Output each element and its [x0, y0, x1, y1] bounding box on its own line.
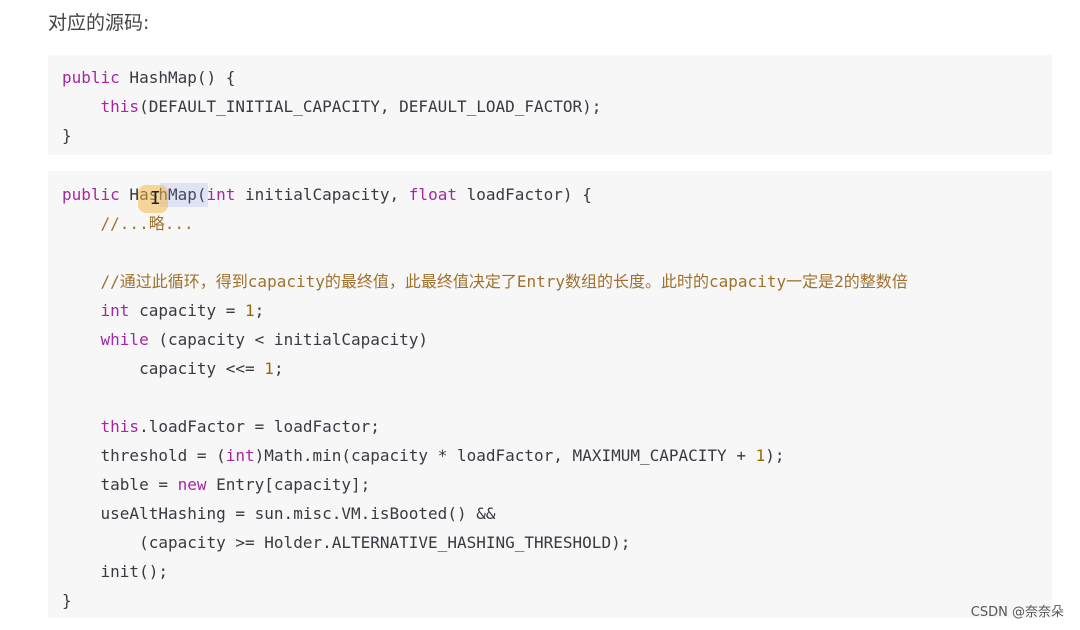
code-token: } [62, 591, 72, 610]
code-token: while [100, 330, 149, 349]
code-block-default-constructor: public HashMap() { this(DEFAULT_INITIAL_… [48, 55, 1052, 155]
code-token: (capacity >= Holder.ALTERNATIVE_HASHING_… [62, 533, 631, 552]
code-token: (DEFAULT_INITIAL_CAPACITY, DEFAULT_LOAD_… [139, 97, 602, 116]
code-token: )Math.min(capacity * loadFactor, MAXIMUM… [254, 446, 756, 465]
code-token: (capacity < initialCapacity) [148, 330, 429, 349]
code-line: table = new Entry[capacity]; [62, 470, 1052, 499]
code-line [62, 383, 1052, 412]
code-token [62, 97, 101, 116]
text-selection-highlight [160, 183, 208, 207]
code-token: 1 [245, 301, 255, 320]
code-token: public [62, 68, 120, 87]
code-line: while (capacity < initialCapacity) [62, 325, 1052, 354]
code-line: useAltHashing = sun.misc.VM.isBooted() &… [62, 499, 1052, 528]
code-line: this.loadFactor = loadFactor; [62, 412, 1052, 441]
code-line: this(DEFAULT_INITIAL_CAPACITY, DEFAULT_L… [62, 92, 1052, 121]
code-token [62, 330, 101, 349]
code-token [62, 417, 101, 436]
code-line: } [62, 586, 1052, 615]
code-token: this [100, 417, 140, 436]
code-line: public HashMap(int initialCapacity, floa… [62, 180, 1052, 209]
code-token [62, 272, 101, 291]
code-line: int capacity = 1; [62, 296, 1052, 325]
code-token: HashMap() { [119, 68, 236, 87]
code-token: .loadFactor = loadFactor; [139, 417, 380, 436]
code-token: capacity = [129, 301, 246, 320]
section-heading: 对应的源码: [48, 12, 150, 34]
code-token: ; [254, 301, 265, 320]
code-token [62, 214, 101, 233]
code-token: this [100, 97, 140, 116]
code-token: } [62, 126, 72, 145]
code-line: } [62, 121, 1052, 150]
code-line: (capacity >= Holder.ALTERNATIVE_HASHING_… [62, 528, 1052, 557]
code-line: //...略... [62, 209, 1052, 238]
code-line: //通过此循环，得到capacity的最终值，此最终值决定了Entry数组的长度… [62, 267, 1052, 296]
code-token: threshold = ( [62, 446, 226, 465]
code-token: new [177, 475, 207, 494]
code-token: ); [765, 446, 785, 465]
cursor-highlight [138, 185, 168, 213]
code-token: //...略... [100, 214, 194, 233]
watermark: CSDN @奈奈朵 [970, 605, 1064, 620]
text-cursor-icon: I [150, 188, 161, 209]
code-line: init(); [62, 557, 1052, 586]
code-token [62, 301, 101, 320]
code-token: ; [273, 359, 284, 378]
code-token: loadFactor) { [456, 185, 592, 204]
code-token: capacity <<= [62, 359, 265, 378]
code-token: table = [62, 475, 178, 494]
code-line: public HashMap() { [62, 63, 1052, 92]
code-line: capacity <<= 1; [62, 354, 1052, 383]
code-token: 1 [755, 446, 766, 465]
code-token: initialCapacity, [235, 185, 409, 204]
code-token: int [100, 301, 130, 320]
code-token: public [62, 185, 120, 204]
code-token: useAltHashing = sun.misc.VM.isBooted() &… [62, 504, 496, 523]
code-token: int [225, 446, 255, 465]
code-token: //通过此循环，得到capacity的最终值，此最终值决定了Entry数组的长度… [100, 272, 908, 291]
code-token: Entry[capacity]; [206, 475, 371, 494]
code-token: 1 [264, 359, 274, 378]
code-token: init(); [62, 562, 168, 581]
code-block-param-constructor: public HashMap(int initialCapacity, floa… [48, 171, 1052, 618]
code-line: threshold = (int)Math.min(capacity * loa… [62, 441, 1052, 470]
code-line [62, 238, 1052, 267]
code-token: float [408, 185, 457, 204]
code-token: int [206, 185, 236, 204]
